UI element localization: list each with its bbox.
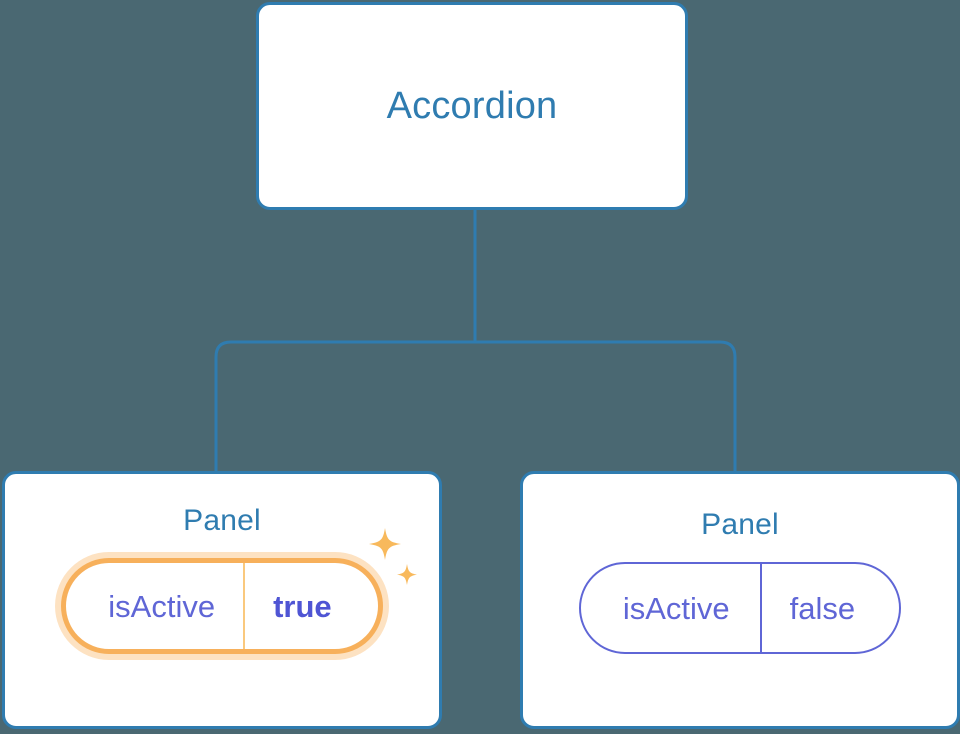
node-panel-right[interactable]: Panel isActive false: [520, 471, 960, 729]
prop-pill-isactive-false[interactable]: isActive false: [578, 562, 902, 654]
prop-key: isActive: [622, 590, 730, 626]
edge-split-bar: [214, 340, 737, 471]
node-accordion[interactable]: Accordion: [256, 2, 688, 210]
prop-value: false: [759, 564, 899, 652]
prop-key: isActive: [108, 588, 216, 624]
node-panel-right-title: Panel: [701, 508, 779, 541]
node-accordion-title: Accordion: [386, 85, 558, 127]
sparkle-large-icon: [368, 528, 401, 560]
node-panel-left[interactable]: Panel isActive true: [2, 471, 442, 729]
prop-pill-left-wrap: isActive true: [61, 528, 417, 654]
prop-pill-right-wrap: isActive false: [578, 562, 902, 654]
sparkle-small-icon: [396, 564, 417, 585]
prop-pill-isactive-true[interactable]: isActive true: [61, 558, 383, 654]
prop-value: true: [243, 563, 378, 649]
node-panel-left-title: Panel: [183, 504, 261, 537]
